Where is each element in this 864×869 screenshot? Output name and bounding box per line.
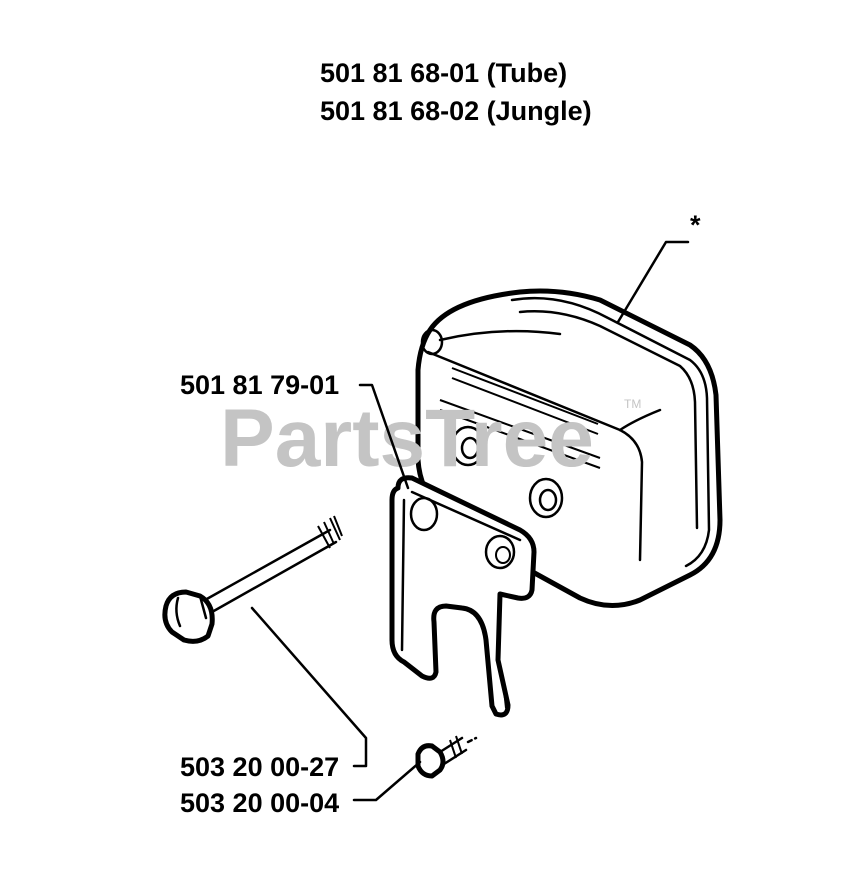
partstree-watermark: PartsTree TM: [220, 393, 641, 484]
watermark-text: PartsTree: [220, 393, 594, 484]
callout-bracket: 501 81 79-01: [180, 370, 339, 400]
bolt-icon[interactable]: [162, 515, 343, 644]
leader-lines: [250, 240, 690, 802]
callout-long-bolt: 503 20 00-27: [180, 752, 339, 782]
callout-muffler-asterisk: *: [690, 210, 701, 240]
assembly-title-tube: 501 81 68-01 (Tube): [320, 58, 567, 88]
screw-icon[interactable]: [415, 735, 478, 779]
bracket-icon[interactable]: [389, 475, 537, 718]
assembly-title-jungle: 501 81 68-02 (Jungle): [320, 96, 592, 126]
callout-short-screw: 503 20 00-04: [180, 788, 339, 818]
watermark-tm: TM: [624, 397, 641, 411]
